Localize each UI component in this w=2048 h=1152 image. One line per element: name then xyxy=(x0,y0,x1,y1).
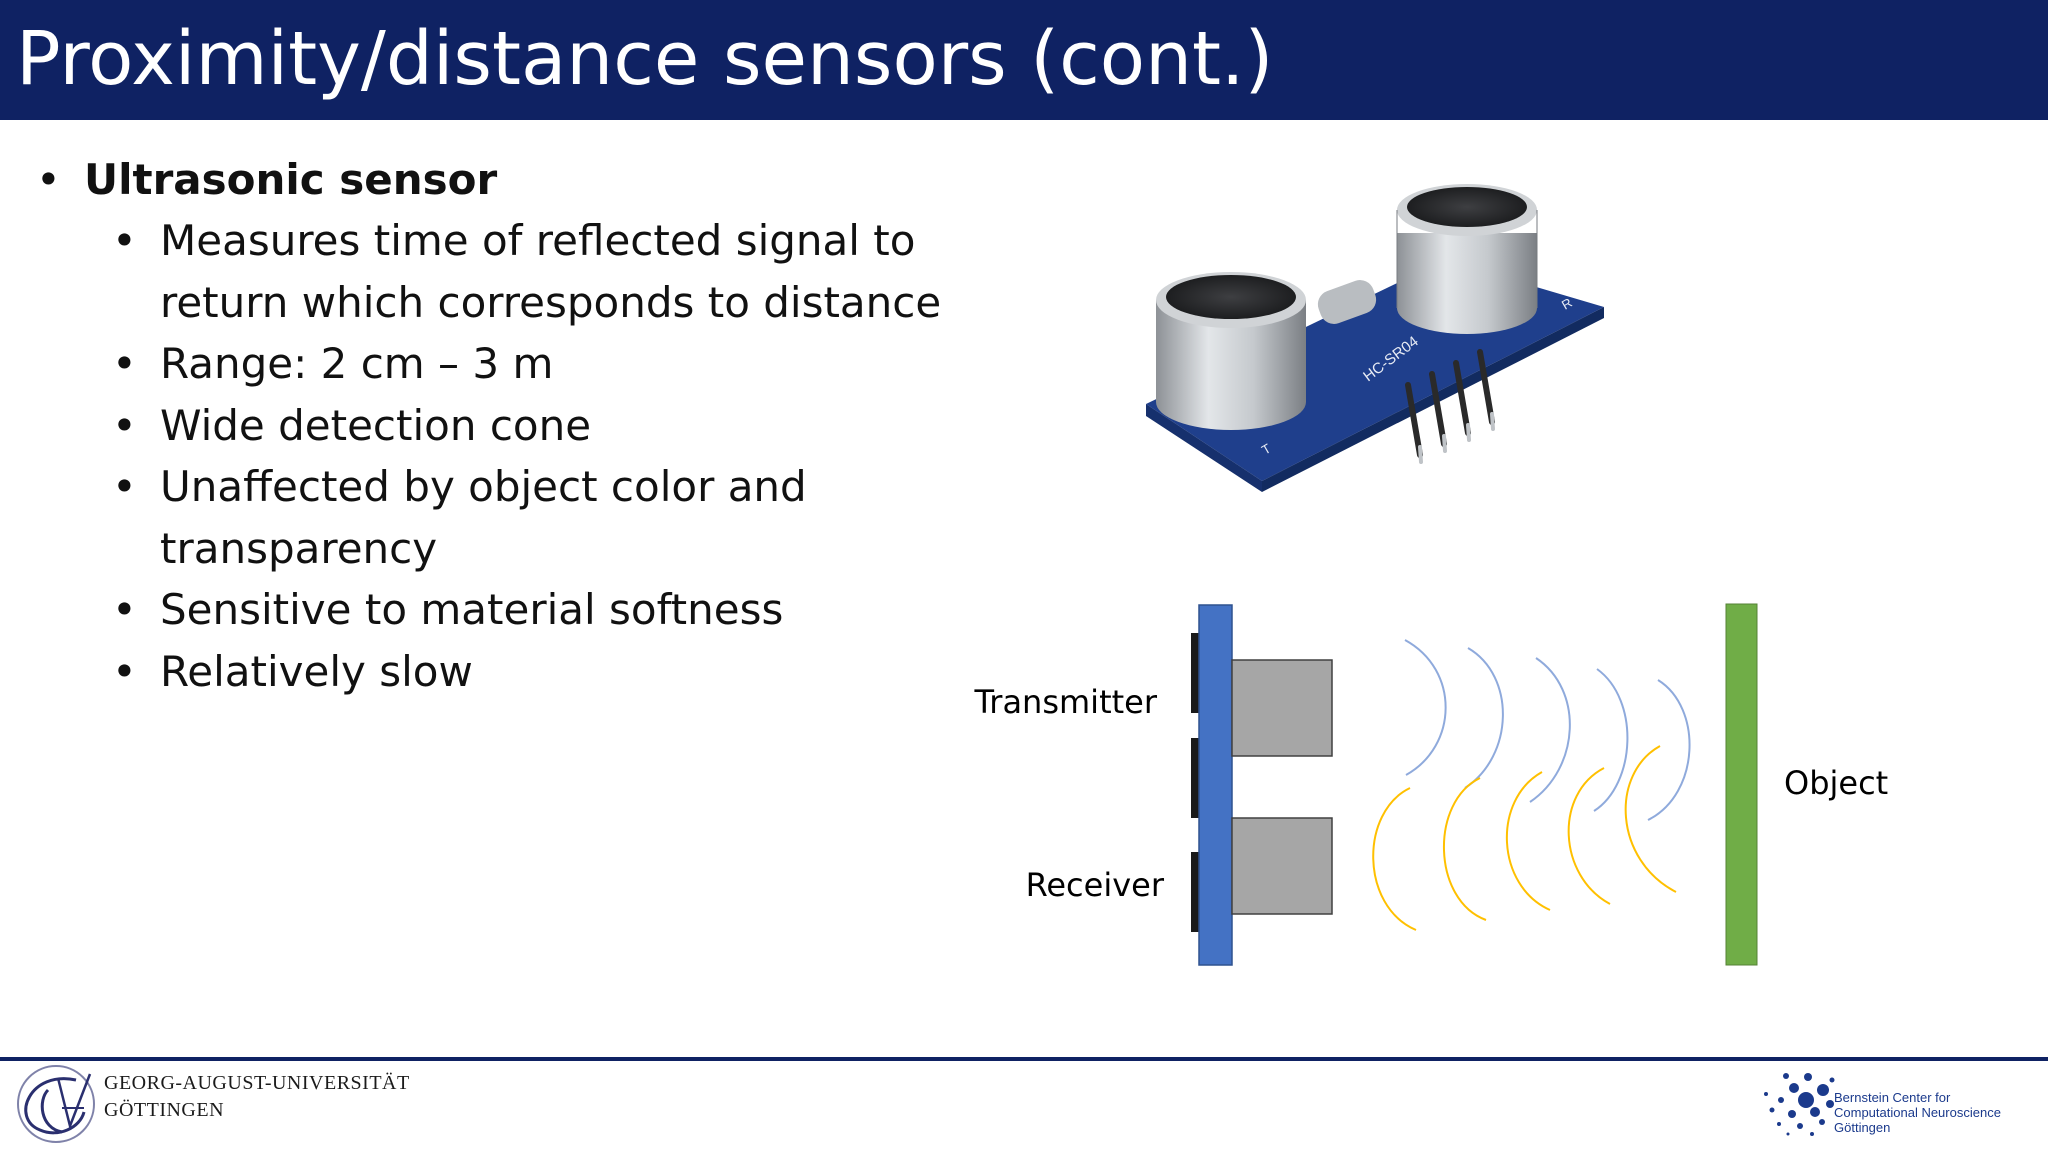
header-pins-tips xyxy=(1418,412,1495,464)
university-logo xyxy=(17,1065,95,1143)
ultrasonic-sensor-photo: HC-SR04 T R xyxy=(1146,184,1604,492)
university-name-line2: GÖTTINGEN xyxy=(104,1099,225,1121)
sensor-board xyxy=(1198,604,1233,966)
middle-mount-bar xyxy=(1191,738,1199,818)
transducer-left xyxy=(1156,272,1306,430)
reflected-wave-5 xyxy=(1624,745,1677,893)
header-pins xyxy=(1405,349,1495,458)
reflected-waves xyxy=(1372,745,1677,931)
footer-divider xyxy=(0,1057,2048,1061)
object-bar xyxy=(1725,603,1758,966)
transmitter-label: Transmitter xyxy=(973,683,1157,721)
sub-bullet-measures-time: Measures time of reflected signal to ret… xyxy=(30,210,970,333)
title-bar: Proximity/distance sensors (cont.) xyxy=(0,0,2048,120)
sensor-pcb-edge xyxy=(1146,404,1262,492)
bccn-name-line3: Göttingen xyxy=(1834,1120,1891,1135)
receiver-mount-bar xyxy=(1191,852,1199,932)
crystal-oscillator xyxy=(1317,280,1377,324)
sub-bullet-detection-cone: Wide detection cone xyxy=(30,395,970,457)
sub-bullet-range: Range: 2 cm – 3 m xyxy=(30,333,970,395)
receiver-block xyxy=(1231,817,1333,915)
emitted-wave-4 xyxy=(1593,668,1629,812)
reflected-wave-2 xyxy=(1442,777,1487,921)
bccn-name: Bernstein Center for Computational Neuro… xyxy=(1834,1090,2001,1135)
bullet-list: Ultrasonic sensor Measures time of refle… xyxy=(30,150,970,702)
reflected-wave-4 xyxy=(1567,767,1611,905)
sub-bullet-unaffected-color: Unaffected by object color and transpare… xyxy=(30,456,970,579)
transducer-right xyxy=(1396,184,1538,334)
sensor-pcb-edge-2 xyxy=(1262,307,1604,492)
bccn-name-line2: Computational Neuroscience xyxy=(1834,1105,2001,1120)
bullet-ultrasonic-sensor: Ultrasonic sensor xyxy=(30,150,970,210)
emitted-wave-1 xyxy=(1404,639,1447,776)
emitted-wave-2 xyxy=(1464,647,1504,789)
emitted-wave-3 xyxy=(1529,657,1571,803)
object-label: Object xyxy=(1784,764,1888,802)
bccn-logo xyxy=(1764,1073,1835,1136)
university-name: GEORG-AUGUST-UNIVERSITÄT GÖTTINGEN xyxy=(104,1070,410,1124)
university-name-line1: GEORG-AUGUST-UNIVERSITÄT xyxy=(104,1072,410,1094)
ultrasonic-diagram: Transmitter Receiver Object xyxy=(973,603,1888,966)
reflected-wave-1 xyxy=(1372,787,1417,931)
receiver-label: Receiver xyxy=(1026,866,1165,904)
sub-bullet-material-softness: Sensitive to material softness xyxy=(30,579,970,641)
emitted-wave-5 xyxy=(1647,679,1691,821)
sub-bullet-relatively-slow: Relatively slow xyxy=(30,641,970,703)
slide-title: Proximity/distance sensors (cont.) xyxy=(16,16,1274,102)
sub-bullet-list: Measures time of reflected signal to ret… xyxy=(30,210,970,702)
reflected-wave-3 xyxy=(1505,771,1551,911)
transmitter-mount-bar xyxy=(1191,633,1199,713)
emitted-waves xyxy=(1404,639,1691,821)
transmitter-block xyxy=(1231,659,1333,757)
bccn-name-line1: Bernstein Center for xyxy=(1834,1090,1951,1105)
